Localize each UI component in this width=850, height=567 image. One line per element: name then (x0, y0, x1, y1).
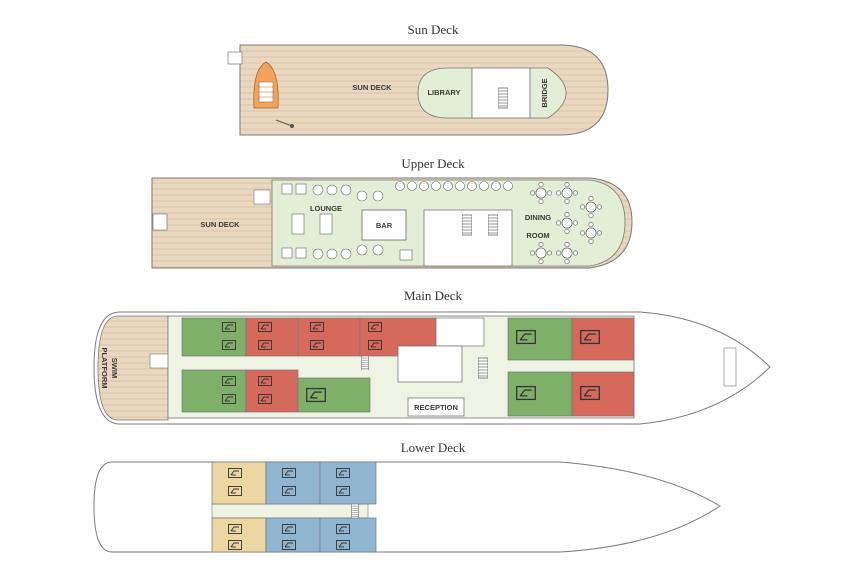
stairs-icon (350, 504, 360, 518)
bridge-room (529, 67, 567, 119)
bow-anchor-room (723, 347, 737, 387)
platform-label: PLATFORM (100, 347, 109, 388)
sun-deck-title: Sun Deck (408, 22, 459, 37)
lounge-label: LOUNGE (310, 204, 342, 213)
library-label: LIBRARY (427, 88, 460, 97)
stairs-icon (478, 357, 488, 379)
upper-sun-deck-label: SUN DECK (200, 220, 240, 229)
main-deck: Main Deck SWIM PLATFORM RECEP (93, 288, 771, 425)
lifeboat-icon (253, 61, 279, 109)
upper-deck-title: Upper Deck (401, 156, 465, 171)
main-stairwell (397, 345, 463, 383)
upper-deck: Upper Deck SUN DECK LOUNGE BAR (151, 156, 633, 269)
dining-label: DINING (525, 213, 551, 222)
lower-deck-title: Lower Deck (401, 440, 466, 455)
reception-desk (407, 397, 465, 417)
sun-deck-stairs (227, 51, 243, 65)
lower-deck-hull (93, 461, 721, 553)
stairs-icon (488, 214, 498, 236)
library-room (417, 67, 473, 119)
lower-cabins (211, 461, 377, 553)
stairs-icon (498, 87, 508, 109)
sun-deck-label: SUN DECK (352, 83, 392, 92)
bar-counter (361, 209, 407, 241)
stairs-icon (462, 214, 472, 236)
bridge-label: BRIDGE (540, 78, 549, 107)
swim-label: SWIM (110, 358, 119, 378)
lounge-tables-row (395, 181, 513, 191)
upper-deck-stairs (253, 189, 271, 205)
lounge-seating (281, 183, 413, 261)
lower-corridor (211, 503, 369, 519)
main-deck-title: Main Deck (404, 288, 463, 303)
reception-label: RECEPTION (414, 403, 458, 412)
room-label: ROOM (526, 231, 549, 240)
sun-deck: Sun Deck SUN DECK LIBRARY BRIDGE (227, 22, 609, 136)
swim-platform (97, 315, 169, 421)
bar-label: BAR (376, 221, 393, 230)
stairs-icon (360, 356, 370, 370)
main-cabins-bottom (181, 369, 635, 417)
lower-deck: Lower Deck (93, 440, 721, 553)
upper-deck-ladder (152, 213, 168, 231)
